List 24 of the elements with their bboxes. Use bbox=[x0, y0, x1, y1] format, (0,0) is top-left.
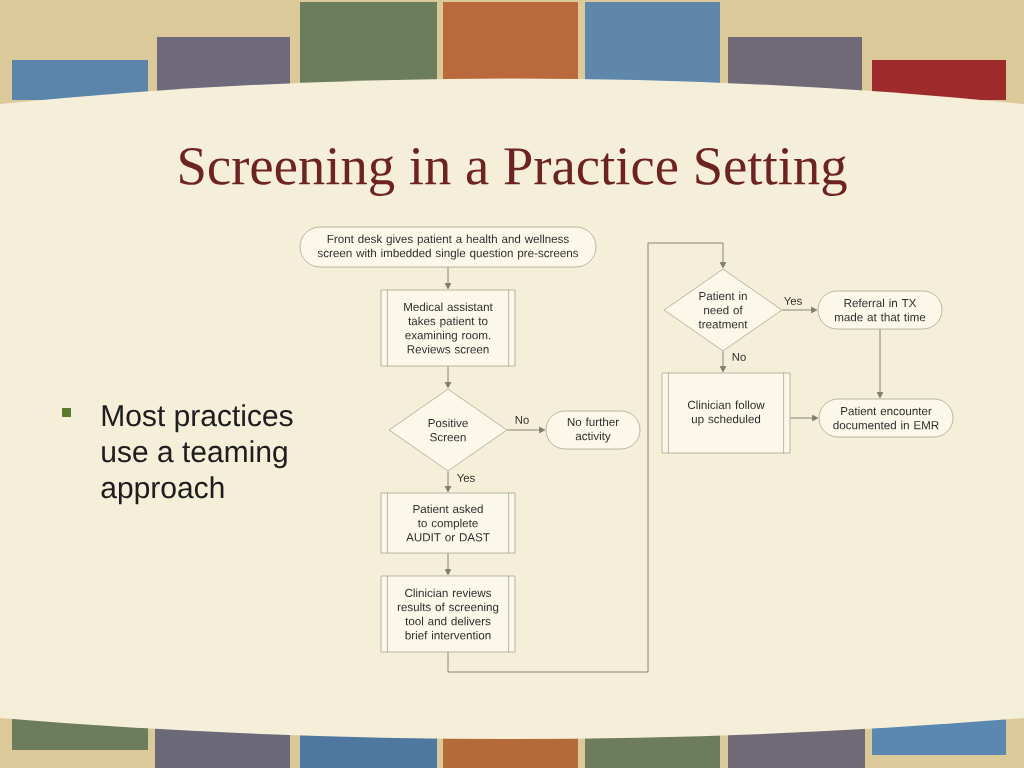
terminal-box: Referral in TX made at that time bbox=[817, 290, 943, 330]
bullet-text: Most practices use a teaming approach bbox=[62, 404, 293, 505]
arrow bbox=[876, 328, 884, 399]
arrow bbox=[444, 552, 452, 576]
arrow bbox=[719, 350, 727, 373]
terminal-box: No further activity bbox=[545, 410, 641, 450]
terminal-box: Patient encounter documented in EMR bbox=[818, 398, 954, 438]
process-box: Patient asked to complete AUDIT or DAST bbox=[380, 492, 516, 554]
title: Screening in a Practice Setting bbox=[180, 148, 847, 196]
process-box: Medical assistant takes patient to examining room. Reviews screen bbox=[380, 289, 516, 367]
edge-label: Yes bbox=[782, 295, 804, 307]
arrow bbox=[444, 266, 452, 290]
arrow bbox=[789, 414, 819, 422]
arrow bbox=[506, 426, 546, 434]
edge-label: No bbox=[730, 351, 748, 363]
arrow bbox=[444, 365, 452, 389]
edge-label: Yes bbox=[455, 472, 477, 484]
process-box: Clinician reviews results of screening tool and delivers brief intervention bbox=[380, 575, 516, 653]
arrow bbox=[444, 470, 452, 493]
arrow bbox=[781, 306, 818, 314]
process-box: Clinician follow up scheduled bbox=[661, 372, 791, 454]
edge-label: No bbox=[513, 414, 531, 426]
arrow bbox=[447, 242, 727, 673]
terminal-box: Front desk gives patient a health and wellness screen with imbedded single question pre-screens bbox=[299, 226, 597, 268]
